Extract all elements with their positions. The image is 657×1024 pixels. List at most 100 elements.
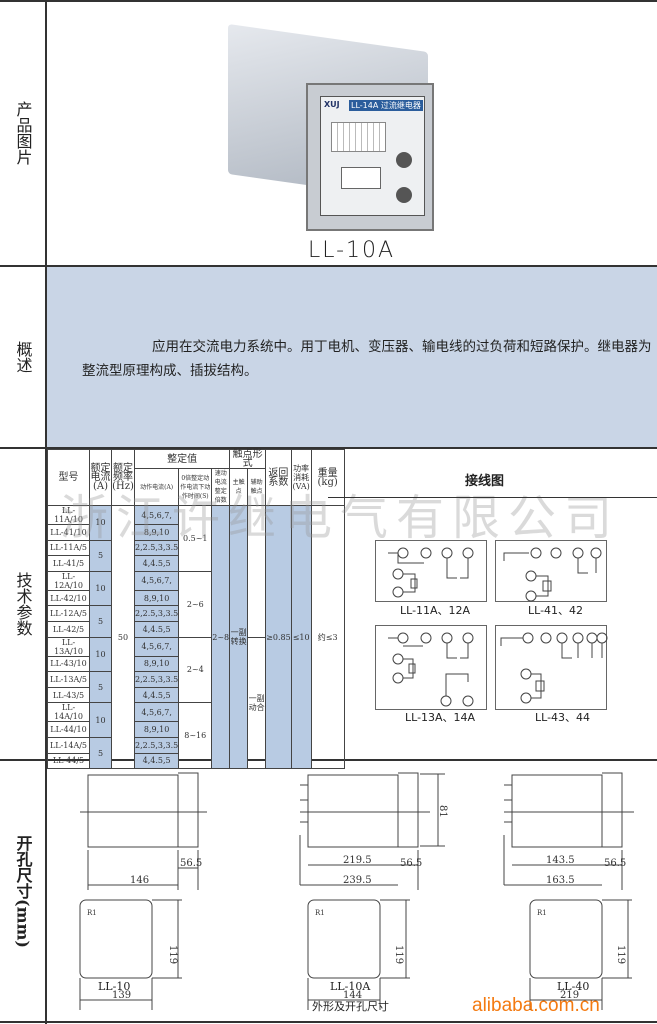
th-multiple: 0倍整定动作电流下动作时间(S) [178,468,213,506]
cell-model: LL-44/10 [47,721,90,738]
th-action-current: 动作电流(A) [133,468,180,506]
overview-text: 应用在交流电力系统中。用丁电机、变压器、输电线的过负荷和短路保护。继电器为整流型… [82,339,652,379]
divider [0,265,657,267]
site-watermark: alibaba.com.cn [472,995,600,1016]
cell-model: LL-13A/10 [47,636,90,657]
cell-aux-contact-empty [247,505,267,638]
dim-text: 163.5 [546,875,575,886]
dim-text: 144 [343,990,362,1001]
spec-table: 型号 额定电流(A) 额定频率(Hz) 整定值 触点形式 返回系数 功率消耗(V… [47,449,345,770]
cell-model: LL-12A/10 [47,570,90,591]
product-photo: XUJ LL-14A 过流继电器 [228,23,443,233]
dim-text: 81 [437,805,448,818]
cell-model: LL-42/10 [47,589,90,607]
cell-model: LL-43/10 [47,655,90,673]
dim-text: 119 [393,945,404,964]
cell-action-current: 4,4.5,5 [133,620,180,638]
cell-time: 2~4 [178,636,213,704]
cell-model: LL-14A/10 [47,702,90,723]
wiring-diagram [375,625,487,710]
cell-time: 2~6 [178,570,213,638]
cell-action-current: 4,4.5,5 [133,686,180,704]
dim-text: 56.5 [180,858,202,869]
th-rated-current: 额定电流(A) [89,449,112,506]
cell-rated-current: 10 [89,702,112,738]
column-divider [45,0,47,1024]
cell-action-current: 2,2.5,3,3.5 [133,539,180,557]
cell-quick: 2~8 [211,504,231,770]
drawing-label-ll10: LL-10 [98,980,131,993]
cell-model: LL-41/10 [47,524,90,541]
dim-text: 119 [615,945,626,964]
divider [0,1021,657,1023]
cell-action-current: 4,5,6,7, [133,570,180,591]
cell-action-current: 4,5,6,7, [133,505,180,525]
relay-name: LL-14A 过流继电器 [349,100,423,111]
table-row: LL-43/5 4,4.5,5 [47,686,345,704]
dim-text: 139 [112,990,131,1001]
cell-action-current: 8,9,10 [133,721,180,738]
cell-model: LL-12A/5 [47,605,90,622]
cell-action-current: 4,5,6,7, [133,702,180,723]
cell-model: LL-11A/10 [47,505,90,525]
cell-action-current: 8,9,10 [133,589,180,607]
cell-model: LL-43/5 [47,686,90,704]
cell-aux-contact: 一副动合 [247,636,267,770]
table-row: LL-44/10 8,9,10 [47,721,345,738]
dim-text: R1 [87,909,97,917]
cell-model: LL-14A/5 [47,736,90,754]
dim-text: 239.5 [343,875,372,886]
th-aux-contact: 辅助触点 [247,468,267,506]
th-model: 型号 [47,449,90,506]
dim-text: 219.5 [343,855,372,866]
wiring-caption: LL-11A、12A [400,604,471,617]
drawing-label-ll10a: LL-10A [330,980,371,993]
wiring-title: 接线图 [465,474,505,489]
cell-rated-current: 10 [89,505,112,541]
cell-action-current: 4,4.5,5 [133,752,180,770]
row-label-photo: 产品图片 [13,100,33,165]
photo-caption: LL-10A [307,238,396,263]
cell-rated-current: 5 [89,671,112,704]
dim-text: 56.5 [604,858,626,869]
wiring-caption: LL-41、42 [528,604,584,617]
dim-text: 219 [560,990,579,1001]
table-row: LL-42/5 4,4.5,5 [47,620,345,638]
relay-brand: XUJ [324,100,340,109]
th-setting: 整定值 [133,449,231,469]
cell-model: LL-13A/5 [47,671,90,688]
row-label-dims: 开孔尺寸(mm) [13,834,33,948]
dim-text: R1 [315,909,325,917]
th-contact: 触点形式 [229,449,267,469]
dim-text: 143.5 [546,855,575,866]
cell-action-current: 8,9,10 [133,524,180,541]
dim-text: 119 [167,945,178,964]
cell-main-contact: 一副转换 [229,504,249,770]
th-quick: 速动电流整定倍数 [211,468,231,506]
th-main-contact: 主触点 [229,468,249,506]
cell-power: ≤10 [290,504,312,770]
cell-weight: 约≤3 [310,504,345,770]
table-row: LL-41/10 8,9,10 [47,524,345,541]
cell-model: LL-42/5 [47,620,90,638]
dim-text: 146 [130,875,149,886]
cell-rated-current: 10 [89,636,112,673]
cell-action-current: 2,2.5,3,3.5 [133,671,180,688]
drawing-label-ll40: LL-40 [557,980,590,993]
cell-rated-current: 10 [89,570,112,607]
wiring-caption: LL-13A、14A [405,711,476,724]
th-return: 返回系数 [265,449,292,506]
cell-action-current: 2,2.5,3,3.5 [133,605,180,622]
drawing-subtitle: 外形及开孔尺寸 [312,1000,389,1013]
cell-model: LL-41/5 [47,555,90,572]
table-row: LL-42/10 8,9,10 [47,589,345,607]
dimension-drawings: 146 56.5 139 119 R1 219.5 56.5 239.5 144… [79,772,634,1010]
divider [0,447,657,449]
